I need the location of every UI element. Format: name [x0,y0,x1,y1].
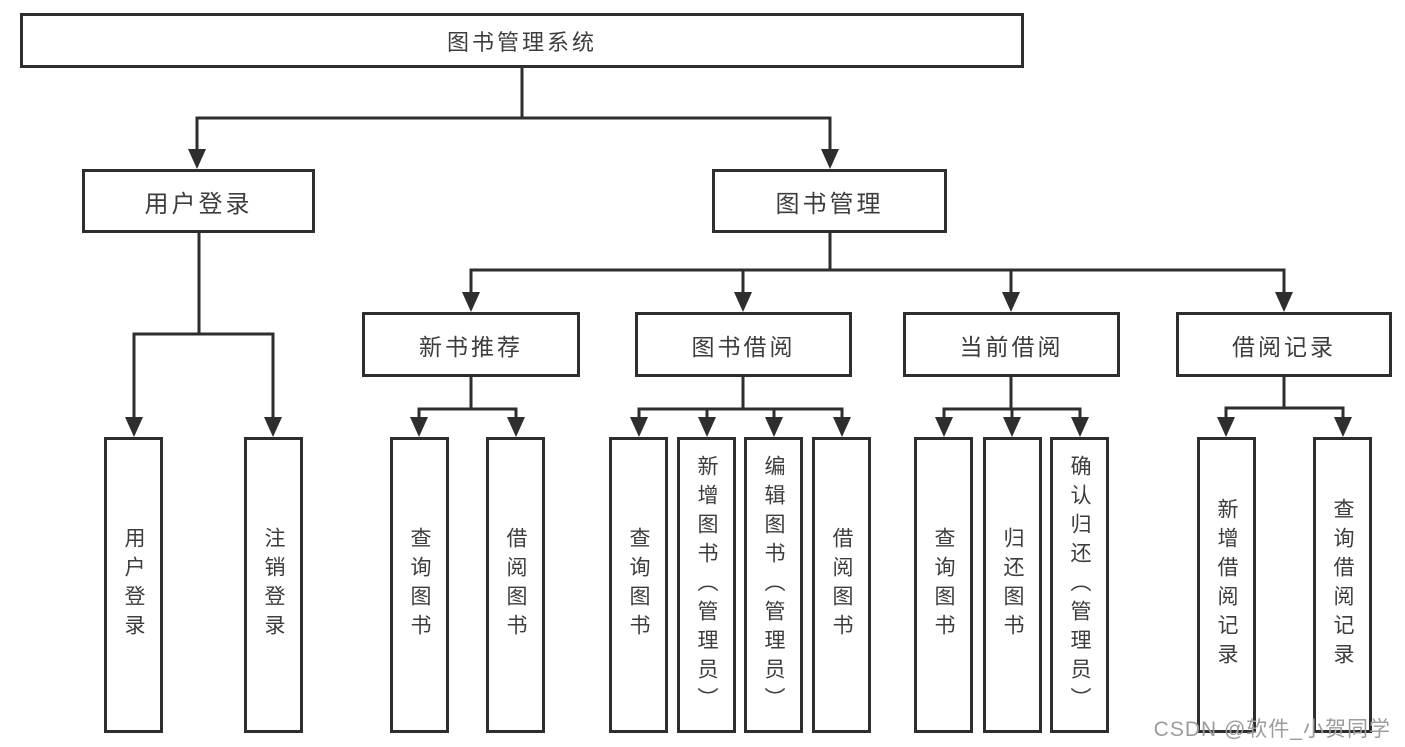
arrow-down-icon [507,417,525,437]
arrow-down-icon [1217,417,1235,437]
node-borrow-books: 借阅图书 [812,437,871,733]
arrow-down-icon [630,417,648,437]
node-user-login: 用户登录 [82,169,315,233]
arrow-down-icon [833,417,851,437]
arrow-down-icon [1002,292,1020,312]
arrow-down-icon [698,417,716,437]
node-add-books-admin: 新增图书（管理员） [677,437,736,733]
node-new-book-recommend: 新书推荐 [362,312,580,377]
arrow-down-icon [1071,417,1089,437]
node-query-books-current: 查询图书 [914,437,973,733]
node-query-books-borrow: 查询图书 [609,437,668,733]
node-query-borrow-record: 查询借阅记录 [1313,437,1372,733]
node-library-system: 图书管理系统 [20,13,1024,68]
node-leaf-logout: 注销登录 [244,437,303,733]
arrow-down-icon [125,417,143,437]
arrow-down-icon [410,417,428,437]
arrow-down-icon [734,292,752,312]
arrow-down-icon [462,292,480,312]
node-borrow-records: 借阅记录 [1176,312,1392,377]
node-leaf-user-login: 用户登录 [104,437,163,733]
arrow-down-icon [821,149,839,169]
node-confirm-return-admin: 确认归还（管理员） [1050,437,1109,733]
node-edit-books-admin: 编辑图书（管理员） [744,437,803,733]
arrow-down-icon [264,417,282,437]
node-current-borrowing: 当前借阅 [903,312,1120,377]
arrow-down-icon [1003,417,1021,437]
csdn-watermark: CSDN @软件_小贺同学 [1153,718,1391,741]
arrow-down-icon [1334,417,1352,437]
node-add-borrow-record: 新增借阅记录 [1197,437,1256,733]
arrowheads-group [125,149,1352,437]
arrow-down-icon [1275,292,1293,312]
node-borrow-books-recommend: 借阅图书 [486,437,545,733]
node-query-books-recommend: 查询图书 [390,437,449,733]
arrow-down-icon [765,417,783,437]
arrow-down-icon [188,149,206,169]
arrow-down-icon [935,417,953,437]
node-book-borrowing: 图书借阅 [635,312,852,377]
node-book-management: 图书管理 [712,169,947,233]
connector-group [132,66,1345,420]
node-return-books: 归还图书 [983,437,1042,733]
